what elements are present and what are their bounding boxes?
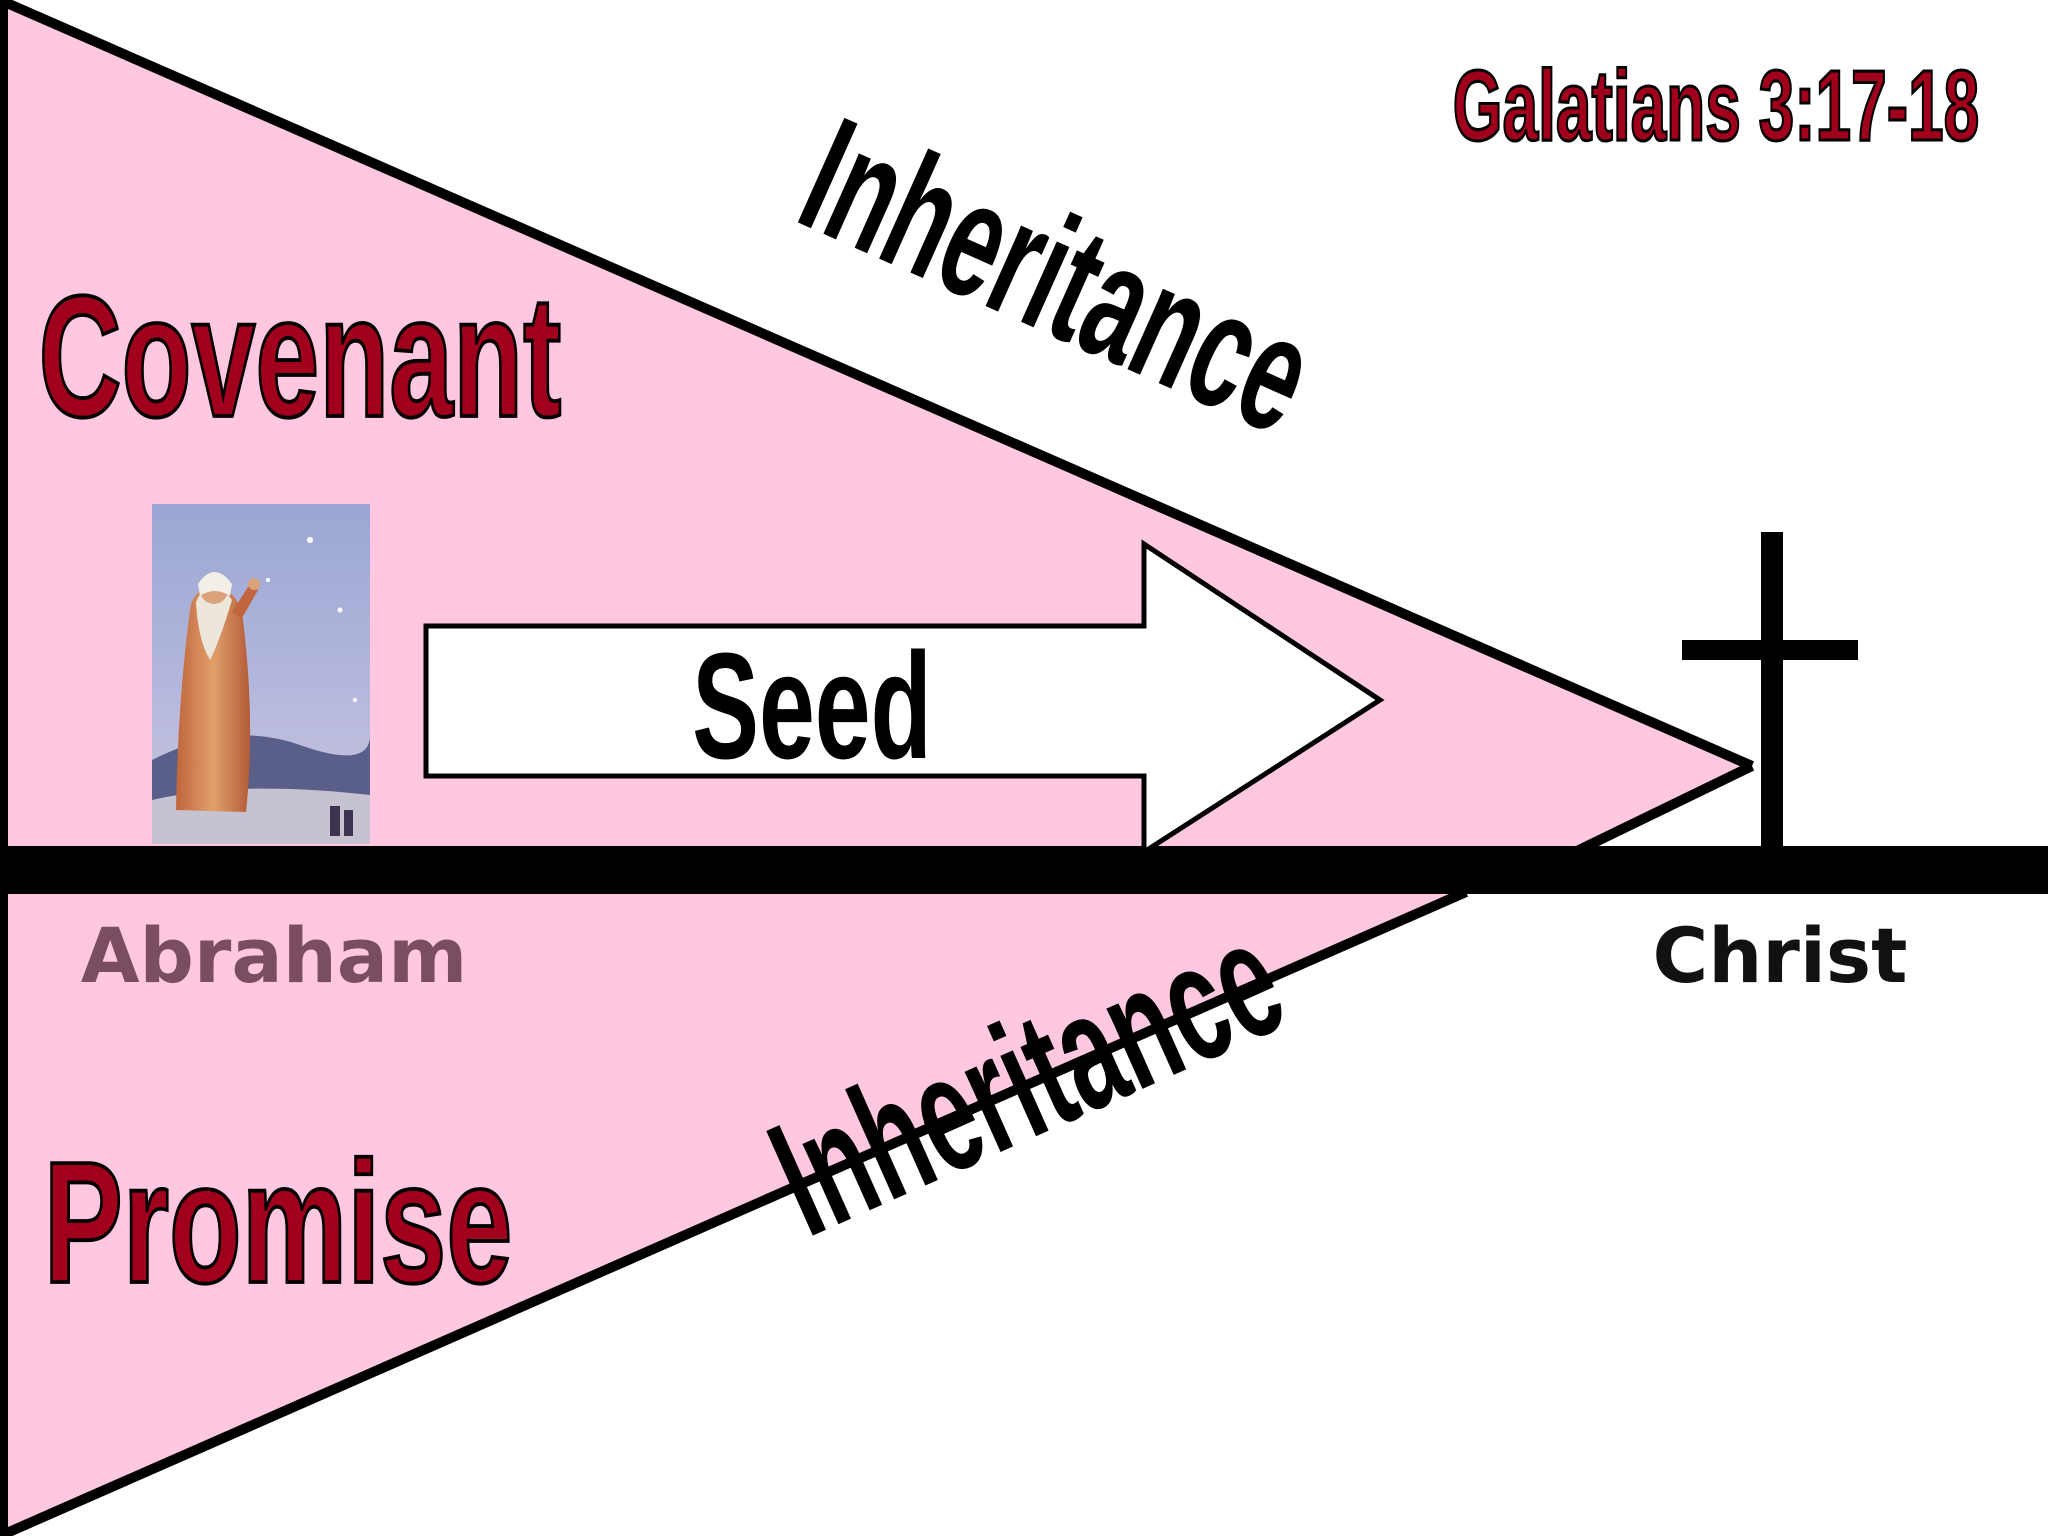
arrow-right-icon (423, 539, 1385, 857)
inheritance-line-upper (0, 0, 1755, 771)
christ-label: Christ (1653, 911, 1908, 1000)
covenant-label: Covenant (39, 260, 562, 453)
seed-label: Seed (692, 623, 932, 791)
promise-label: Promise (44, 1127, 513, 1319)
timeline-bar (0, 846, 2048, 894)
abraham-illustration (152, 504, 370, 844)
abraham-label: Abraham (81, 911, 468, 1000)
inheritance-line-lower (0, 887, 1469, 1536)
cross-icon (1682, 532, 1858, 848)
scripture-reference: Galatians 3:17-18 (1453, 49, 1979, 161)
